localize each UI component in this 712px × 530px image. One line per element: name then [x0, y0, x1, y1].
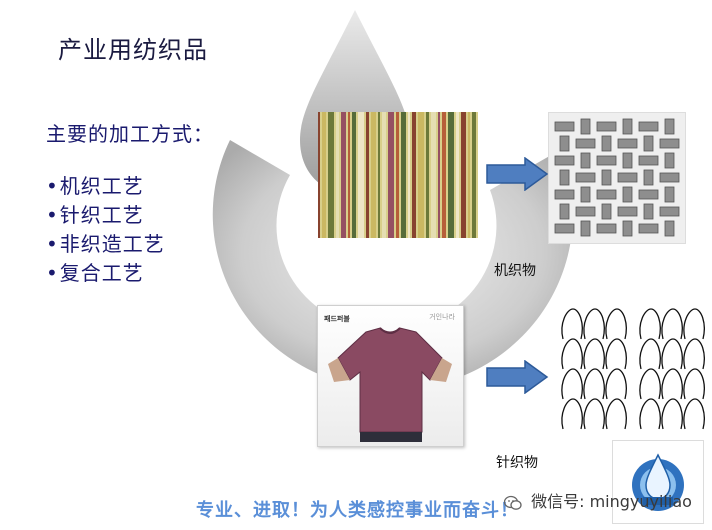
method-item: 机织工艺 — [46, 172, 165, 201]
right-arrow-icon — [486, 360, 549, 394]
shirt-brand-tag: 패드퍼블 — [324, 315, 350, 323]
slide-title: 产业用纺织品 — [58, 36, 208, 64]
woven-structure-diagram — [548, 112, 686, 244]
right-arrow-icon — [486, 157, 549, 191]
knit-tshirt-photo: 패드퍼블 거인나라 — [317, 305, 464, 447]
tshirt-image — [328, 327, 452, 442]
water-drop-logo-icon — [632, 453, 684, 511]
wechat-id-label: 微信号: mingyuyiliao — [504, 488, 692, 512]
method-item: 针织工艺 — [46, 201, 165, 230]
wechat-icon — [504, 495, 522, 510]
shirt-brand-tag-right: 거인나라 — [429, 313, 455, 321]
knit-structure-diagram — [561, 308, 705, 430]
wechat-id-text: 微信号: mingyuyiliao — [531, 492, 692, 511]
processing-methods-list: 机织工艺 针织工艺 非织造工艺 复合工艺 — [46, 172, 165, 288]
slogan-banner: 专业、进取！为人类感控事业而奋斗！ — [196, 500, 519, 521]
striped-fabric-image — [318, 112, 478, 238]
knit-fabric-caption: 针织物 — [496, 455, 538, 471]
woven-fabric-caption: 机织物 — [494, 263, 536, 279]
method-item: 非织造工艺 — [46, 230, 165, 259]
woven-fabric-photo — [318, 112, 478, 238]
processing-methods-heading: 主要的加工方式： — [46, 122, 214, 146]
brand-logo-badge — [612, 440, 704, 524]
method-item: 复合工艺 — [46, 259, 165, 288]
